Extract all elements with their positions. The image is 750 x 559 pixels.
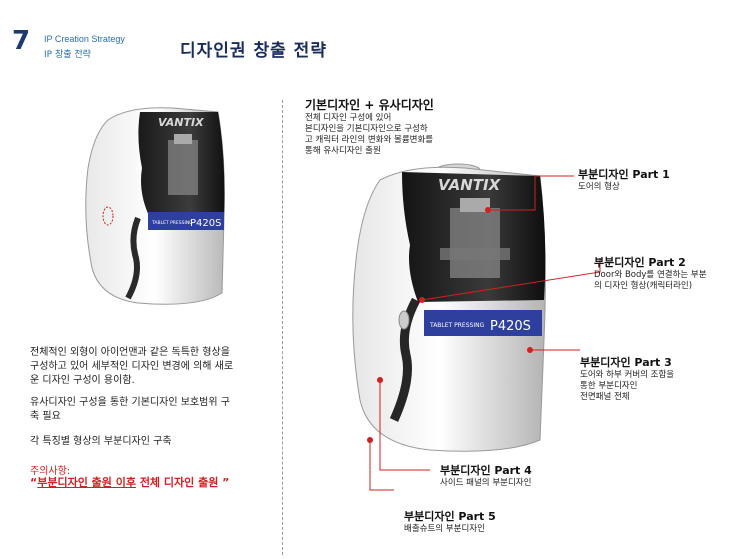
caution-underlined: 부분디자인 출원 이후	[37, 476, 136, 489]
callout-lines	[369, 175, 601, 491]
part-3-title: 부분디자인 Part 3	[580, 356, 672, 369]
basic-design-line: 전체 디자인 구성에 있어	[305, 113, 392, 123]
page-number: 7	[12, 26, 31, 56]
right-machine-image: VANTIX TABLET PRESSING P420S	[352, 163, 601, 491]
left-paragraph-1-line: 구성하고 있어 세부적인 디자인 변경에 의해 새로	[30, 361, 234, 372]
part-3-desc: 도어와 하부 커버의 조합을	[580, 370, 675, 380]
right-brand-label: VANTIX	[438, 176, 502, 194]
part-1-title: 부분디자인 Part 1	[578, 168, 670, 181]
callout-dots	[367, 207, 533, 443]
basic-design-line: 본디자인을 기본디자인으로 구성하	[305, 124, 428, 134]
part-2-desc: Door와 Body를 연결하는 부분	[594, 270, 707, 280]
part-1-desc: 도어의 형상	[578, 182, 620, 192]
part-4-callout: 부분디자인 Part 4 사이드 패널의 부분디자인	[440, 462, 532, 489]
left-model-label: P420S	[190, 218, 221, 229]
basic-design-line: 고 캐릭터 라인의 변화와 볼륨변화를	[305, 135, 434, 145]
part-4-title: 부분디자인 Part 4	[440, 464, 532, 477]
basic-design-description: 전체 디자인 구성에 있어 본디자인을 기본디자인으로 구성하 고 캐릭터 라인…	[305, 113, 505, 157]
part-1-callout: 부분디자인 Part 1 도어의 형상	[578, 166, 670, 193]
part-2-title: 부분디자인 Part 2	[594, 256, 686, 269]
left-paragraph-3: 각 특징별 형상의 부분디자인 구축	[30, 436, 172, 447]
part-5-callout: 부분디자인 Part 5 배출슈트의 부분디자인	[404, 508, 496, 535]
caution-label: 주의사항:	[30, 466, 71, 477]
left-paragraph-2-line: 유사디자인 구성을 통한 기본디자인 보호범위 구	[30, 397, 230, 408]
left-small-label: TABLET PRESSING	[151, 220, 193, 226]
subtitle-korean: IP 창출 전략	[44, 50, 91, 60]
left-paragraph-1: 전체적인 외형이 아이언맨과 같은 독특한 형상을 구성하고 있어 세부적인 디…	[30, 346, 270, 388]
part-3-desc: 전면패널 전체	[580, 392, 630, 402]
left-paragraph-1-line: 전체적인 외형이 아이언맨과 같은 독특한 형상을	[30, 347, 230, 358]
caution-text: “부분디자인 출원 이후 전체 디자인 출원 ”	[30, 474, 229, 490]
left-paragraph-1-line: 운 디자인 구성이 용이함.	[30, 375, 135, 386]
left-paragraph-2-line: 축 필요	[30, 411, 61, 422]
caution-quote-close: ”	[222, 476, 230, 489]
basic-design-title: 기본디자인 + 유사디자인	[305, 98, 434, 112]
left-brand-label: VANTIX	[158, 116, 204, 129]
left-paragraph-2: 유사디자인 구성을 통한 기본디자인 보호범위 구 축 필요	[30, 396, 270, 424]
part-5-title: 부분디자인 Part 5	[404, 510, 496, 523]
subtitle-english: IP Creation Strategy	[44, 34, 125, 44]
part-4-desc: 사이드 패널의 부분디자인	[440, 478, 532, 488]
page-title: 디자인권 창출 전략	[180, 41, 327, 61]
part-2-desc: 의 디자인 형상(캐릭터라인)	[594, 281, 693, 291]
right-model-label: P420S	[490, 319, 531, 334]
part-2-callout: 부분디자인 Part 2 Door와 Body를 연결하는 부분 의 디자인 형…	[594, 254, 707, 292]
vertical-divider	[282, 100, 283, 555]
right-small-label: TABLET PRESSING	[429, 322, 485, 329]
basic-design-line: 통해 유사디자인 출원	[305, 146, 381, 156]
caution-quote-open: “	[30, 476, 38, 489]
left-machine-image: VANTIX TABLET PRESSING P420S	[85, 107, 225, 305]
part-3-desc: 통한 부분디자인	[580, 381, 638, 391]
part-3-callout: 부분디자인 Part 3 도어와 하부 커버의 조합을 통한 부분디자인 전면패…	[580, 354, 674, 403]
caution-rest: 전체 디자인 출원	[135, 476, 223, 489]
part-5-desc: 배출슈트의 부분디자인	[404, 524, 485, 534]
